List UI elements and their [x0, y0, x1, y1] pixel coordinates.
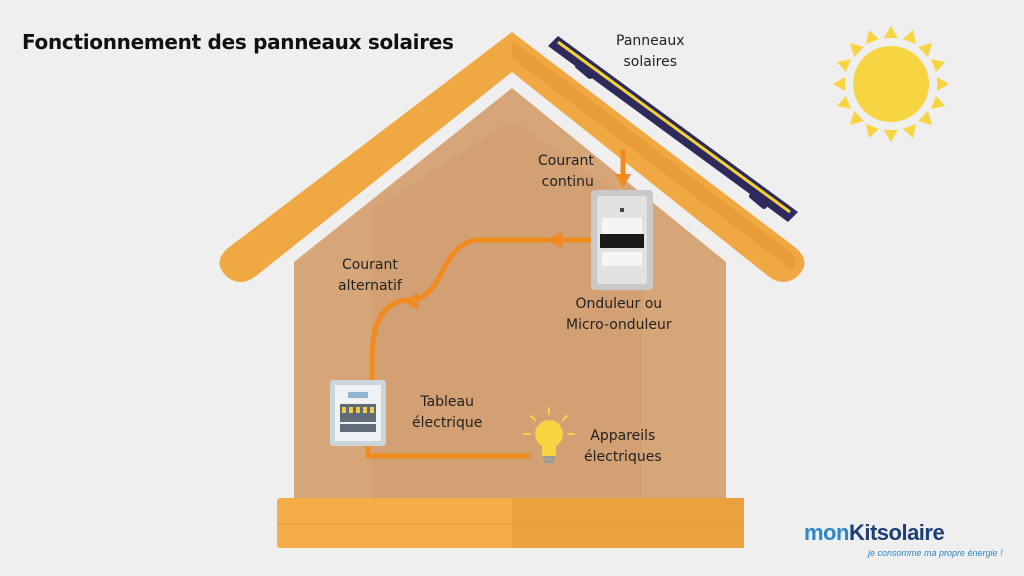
house-base-shade — [512, 498, 744, 548]
brand-logo-mon: mon — [804, 520, 849, 545]
label-direct-current-line2: continu — [541, 174, 594, 190]
label-appliances-line1: Appareils — [590, 428, 656, 444]
house — [219, 32, 805, 548]
arrows — [404, 174, 631, 310]
electrical-board-icon — [330, 380, 386, 446]
label-alternating-current-line2: alternatif — [338, 278, 402, 294]
brand-logo-kit: Kitsolaire — [848, 520, 945, 545]
roof-left — [219, 32, 512, 282]
arrow-dc — [615, 174, 631, 188]
brand-logo: monKitsolaire je consomme ma propre éner… — [804, 520, 1004, 564]
label-inverter-line1: Onduleur ou — [575, 296, 663, 312]
arrow-ac-curve — [404, 292, 418, 310]
label-electrical-board: Tableau électrique — [412, 392, 482, 434]
label-inverter: Onduleur ou Micro-onduleur — [566, 294, 672, 336]
label-solar-panels: Panneaux solaires — [616, 31, 685, 73]
wire-appliance — [365, 443, 531, 459]
label-direct-current: Courant continu — [538, 151, 594, 193]
solar-panel — [548, 36, 798, 222]
light-bulb-icon — [523, 407, 575, 463]
label-inverter-line2: Micro-onduleur — [566, 317, 672, 333]
roof-right-shade — [512, 40, 796, 270]
label-electrical-board-line2: électrique — [412, 415, 483, 431]
page-title: Fonctionnement des panneaux solaires — [22, 30, 454, 54]
label-solar-panels-line1: Panneaux — [616, 33, 685, 49]
inverter-icon — [591, 190, 653, 290]
label-electrical-board-line1: Tableau — [420, 394, 474, 410]
house-wall-shade — [372, 120, 642, 505]
label-solar-panels-line2: solaires — [623, 54, 678, 70]
arrow-ac-left — [548, 231, 562, 249]
label-direct-current-line1: Courant — [538, 153, 594, 169]
solar-panel-body — [548, 36, 798, 222]
brand-logo-wordmark: monKitsolaire — [804, 520, 945, 546]
label-alternating-current-line1: Courant — [341, 257, 398, 273]
label-appliances-line2: électriques — [584, 449, 662, 465]
sun-icon — [833, 26, 949, 142]
label-alternating-current: Courant alternatif — [338, 255, 402, 297]
label-appliances: Appareils électriques — [584, 426, 662, 468]
brand-logo-tagline: je consomme ma propre énergie ! — [868, 548, 1003, 558]
